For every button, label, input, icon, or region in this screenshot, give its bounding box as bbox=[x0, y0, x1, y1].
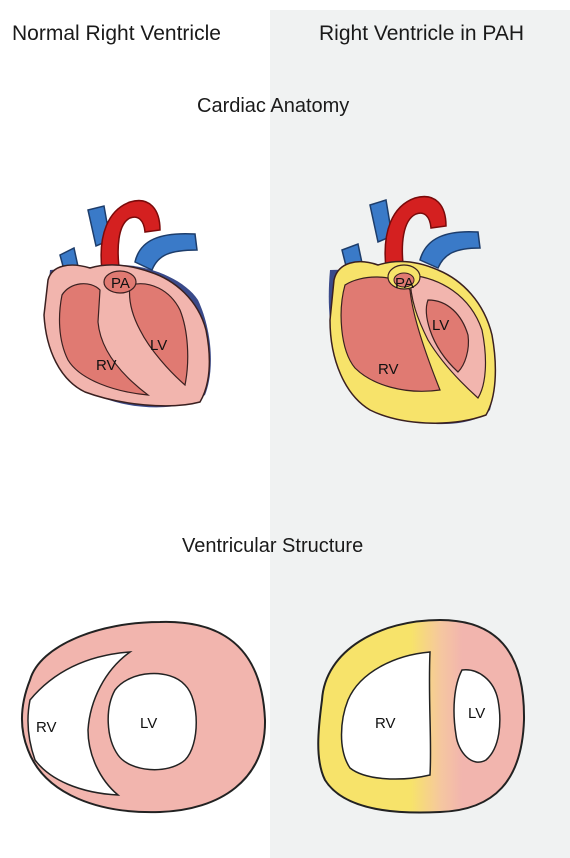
normal-pa-label: PA bbox=[111, 275, 130, 292]
normal-rv-label: RV bbox=[96, 357, 117, 374]
normal-cross-lv-label: LV bbox=[140, 715, 157, 732]
pah-cross-section: RV LV bbox=[318, 620, 524, 813]
normal-cross-rv-label: RV bbox=[36, 719, 57, 736]
normal-heart-illustration: PA RV LV bbox=[44, 201, 211, 408]
pah-heart-illustration: PA RV LV bbox=[329, 197, 496, 425]
pah-pa-label: PA bbox=[395, 275, 414, 292]
pah-lv-label: LV bbox=[432, 317, 449, 334]
pah-cross-rv-label: RV bbox=[375, 715, 396, 732]
pah-rv-label: RV bbox=[378, 361, 399, 378]
normal-cross-section: RV LV bbox=[22, 622, 265, 812]
pah-cross-lv-label: LV bbox=[468, 705, 485, 722]
normal-lv-label: LV bbox=[150, 337, 167, 354]
